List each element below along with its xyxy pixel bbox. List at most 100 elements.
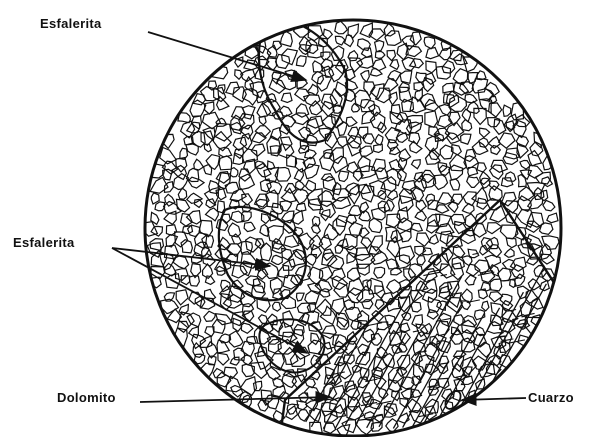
grain-outline bbox=[485, 255, 501, 269]
grain-outline bbox=[339, 171, 349, 182]
grain-outline bbox=[267, 182, 282, 194]
grain-outline bbox=[415, 211, 426, 221]
grain-outline bbox=[172, 166, 187, 180]
label-sphalerite-top: Esfalerita bbox=[40, 16, 102, 31]
grain-outline bbox=[255, 126, 270, 138]
grain-outline bbox=[206, 208, 219, 221]
grain-outline bbox=[375, 41, 384, 52]
cleavage-tick bbox=[554, 317, 570, 320]
cleavage-tick bbox=[423, 272, 440, 275]
grain-outline bbox=[230, 168, 238, 177]
cleavage-tick bbox=[503, 278, 518, 281]
grain-outline bbox=[424, 37, 435, 49]
grain-outline bbox=[261, 214, 269, 224]
grain-outline bbox=[528, 151, 542, 166]
label-sphalerite-middle: Esfalerita bbox=[13, 235, 75, 250]
grain-outline bbox=[482, 301, 489, 311]
grain-outline bbox=[400, 323, 410, 332]
grain-outline bbox=[397, 207, 408, 223]
grain-outline bbox=[417, 256, 425, 265]
grain-outline bbox=[499, 133, 515, 148]
cleavage-tick bbox=[369, 323, 382, 326]
grain-outline bbox=[276, 54, 290, 68]
grain-outline bbox=[468, 73, 478, 84]
grain-outline bbox=[501, 178, 512, 187]
grain-outline bbox=[477, 163, 486, 172]
grain-outline bbox=[490, 279, 502, 291]
grain-outline bbox=[349, 206, 361, 216]
cleavage-tick bbox=[561, 309, 569, 311]
quartz-inclusion bbox=[442, 388, 463, 411]
grain-outline bbox=[542, 236, 559, 250]
grain-outline bbox=[423, 78, 434, 92]
grain-outline bbox=[218, 353, 229, 365]
grain-outline bbox=[241, 323, 253, 333]
grain-outline bbox=[385, 31, 401, 46]
grain-outline bbox=[284, 236, 299, 248]
grain-outline bbox=[290, 330, 304, 345]
grain-outline bbox=[254, 381, 262, 390]
grain-outline bbox=[320, 289, 330, 297]
grain-outline bbox=[466, 264, 480, 276]
grain-outline bbox=[226, 82, 240, 94]
grain-outline bbox=[219, 156, 232, 170]
grain-outline bbox=[306, 400, 318, 411]
grain-outline bbox=[346, 117, 357, 126]
grain-outline bbox=[487, 223, 502, 234]
grain-outline bbox=[371, 236, 383, 251]
grain-outline bbox=[173, 174, 188, 190]
cleavage-tick bbox=[441, 275, 447, 276]
grain-outline bbox=[520, 170, 531, 179]
grain-outline bbox=[410, 32, 421, 45]
grain-outline bbox=[547, 213, 558, 223]
grain-outline bbox=[407, 122, 422, 133]
grain-outline bbox=[358, 344, 369, 355]
grain-outline bbox=[375, 135, 383, 146]
grain-outline bbox=[400, 229, 411, 242]
grain-outline bbox=[281, 93, 292, 103]
grain-outline bbox=[472, 79, 488, 93]
grain-outline bbox=[448, 202, 458, 212]
grain-outline bbox=[176, 290, 188, 305]
grain-outline bbox=[308, 340, 321, 354]
cleavage-line bbox=[501, 330, 554, 426]
grain-outline bbox=[363, 329, 375, 342]
grain-outline bbox=[429, 127, 440, 137]
grain-outline bbox=[294, 169, 303, 181]
grain-outline bbox=[345, 35, 354, 46]
grain-outline bbox=[398, 170, 407, 181]
grain-outline bbox=[474, 108, 486, 124]
grain-outline bbox=[461, 230, 476, 243]
grain-outline bbox=[225, 182, 239, 193]
grain-outline bbox=[205, 102, 214, 114]
grain-outline bbox=[505, 172, 516, 181]
grain-outline bbox=[299, 127, 311, 139]
grain-outline bbox=[447, 133, 460, 144]
grain-outline bbox=[306, 135, 317, 146]
grain-outline bbox=[480, 128, 490, 137]
cleavage-line bbox=[537, 341, 583, 424]
grain-outline bbox=[465, 149, 476, 161]
grain-outline bbox=[412, 315, 423, 329]
grain-outline bbox=[427, 310, 438, 320]
cleavage-tick bbox=[483, 423, 498, 426]
cleavage-line bbox=[579, 272, 593, 426]
grain-outline bbox=[505, 249, 515, 258]
cleavage-tick bbox=[496, 394, 504, 396]
grain-outline bbox=[181, 214, 193, 227]
grain-outline bbox=[461, 134, 471, 144]
cleavage-tick bbox=[494, 417, 511, 420]
grain-outline bbox=[430, 234, 439, 244]
grain-outline bbox=[543, 200, 555, 211]
grain-outline bbox=[361, 71, 370, 82]
grain-outline bbox=[252, 133, 266, 143]
label-quartz: Cuarzo bbox=[528, 390, 574, 405]
grain-outline bbox=[206, 199, 216, 208]
cleavage-tick bbox=[512, 364, 526, 367]
grain-outline bbox=[187, 211, 201, 224]
grain-outline bbox=[400, 71, 412, 83]
grain-outline bbox=[244, 222, 255, 231]
grain-outline bbox=[173, 256, 189, 269]
grain-outline bbox=[335, 36, 344, 45]
grain-outline bbox=[188, 177, 204, 188]
